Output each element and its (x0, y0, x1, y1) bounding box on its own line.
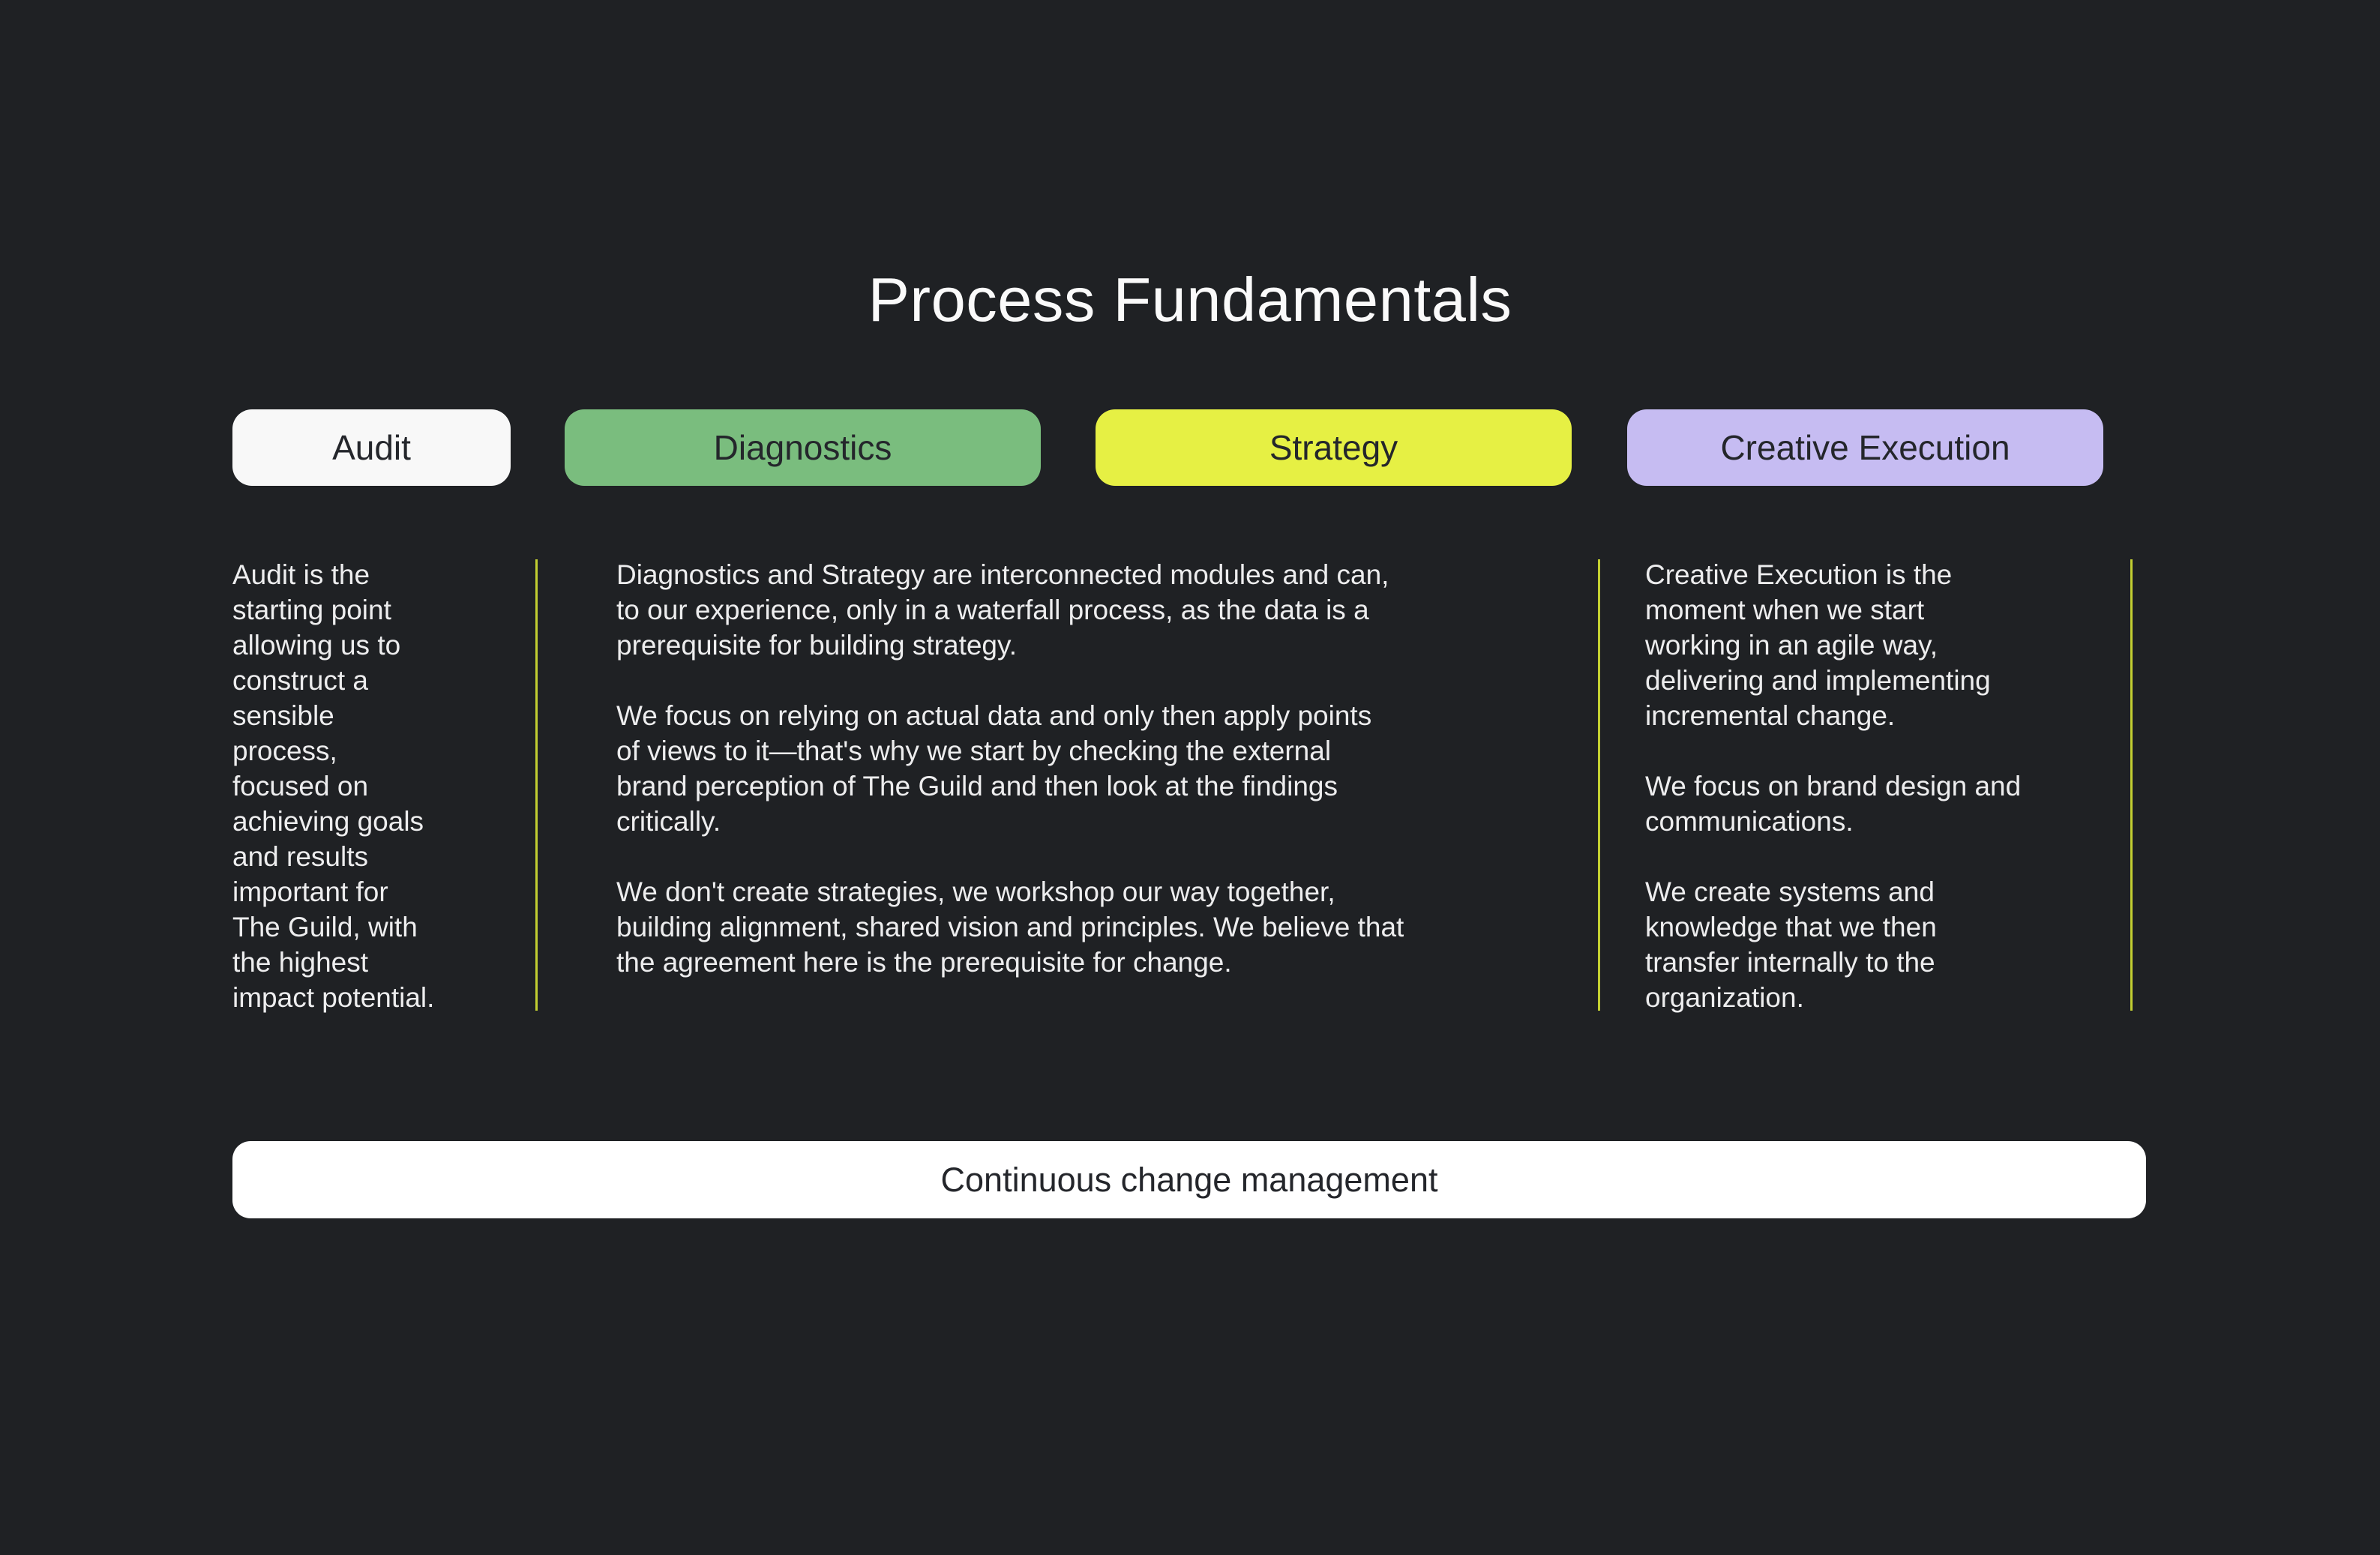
audit-paragraph: Audit is the starting point allowing us … (232, 559, 435, 1013)
diagnostics-strategy-paragraph-1: Diagnostics and Strategy are interconnec… (616, 559, 1389, 661)
step-pill-audit: Audit (232, 409, 511, 486)
continuous-change-management-bar: Continuous change management (232, 1141, 2146, 1218)
creative-execution-paragraph-3: We create systems and knowledge that we … (1645, 876, 1937, 1013)
diagnostics-strategy-paragraph-3: We don't create strategies, we workshop … (616, 876, 1404, 978)
step-pill-creative-execution: Creative Execution (1627, 409, 2103, 486)
column-diagnostics-strategy-description: Diagnostics and Strategy are interconnec… (616, 557, 1584, 980)
step-pill-strategy: Strategy (1096, 409, 1572, 486)
step-pill-diagnostics: Diagnostics (565, 409, 1041, 486)
diagnostics-strategy-paragraph-2: We focus on relying on actual data and o… (616, 700, 1372, 837)
column-separator-2 (1598, 559, 1600, 1011)
column-separator-3 (2130, 559, 2133, 1011)
column-audit-description: Audit is the starting point allowing us … (232, 557, 525, 1015)
creative-execution-paragraph-2: We focus on brand design and communicati… (1645, 771, 2022, 837)
column-creative-execution-description: Creative Execution is the moment when we… (1645, 557, 2110, 1015)
creative-execution-paragraph-1: Creative Execution is the moment when we… (1645, 559, 1991, 731)
column-separator-1 (535, 559, 538, 1011)
slide-title: Process Fundamentals (868, 265, 1512, 334)
